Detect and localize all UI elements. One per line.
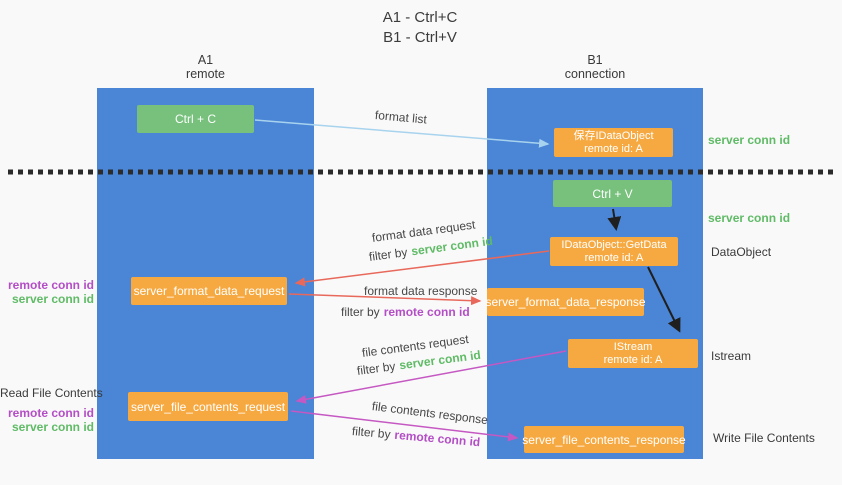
remote-conn-id-label: remote conn id bbox=[7, 406, 94, 420]
server-format-data-request-label: server_format_data_request bbox=[133, 284, 285, 298]
server-format-data-response-label: server_format_data_response bbox=[485, 295, 646, 309]
filter-by-text: filter by bbox=[356, 359, 397, 378]
server-conn-id-label-right-top: server conn id bbox=[708, 133, 791, 147]
dataobject-label: DataObject bbox=[711, 245, 772, 259]
filter-by-text: filter by bbox=[341, 305, 380, 319]
format-data-response-label: format data response bbox=[364, 284, 478, 298]
getdata-title: IDataObject::GetData bbox=[561, 238, 667, 251]
save-idataobject-node: 保存IDataObject remote id: A bbox=[554, 128, 673, 157]
write-file-contents-label: Write File Contents bbox=[713, 431, 815, 445]
diagram-title: A1 - Ctrl+C B1 - Ctrl+V bbox=[300, 8, 540, 48]
istream-node: IStream remote id: A bbox=[568, 339, 698, 368]
column-header-a1: A1 remote bbox=[97, 53, 314, 81]
getdata-remote-id: remote id: A bbox=[584, 251, 644, 264]
ctrl-v-node: Ctrl + V bbox=[553, 180, 672, 207]
title-line-2: B1 - Ctrl+V bbox=[383, 29, 457, 46]
file-contents-response-label: file contents response bbox=[371, 399, 489, 428]
server-format-data-request-node: server_format_data_request bbox=[131, 277, 287, 305]
column-b1-name: B1 bbox=[587, 53, 603, 67]
istream-remote-id: remote id: A bbox=[603, 353, 663, 366]
server-conn-id-label: server conn id bbox=[11, 420, 94, 434]
istream-title: IStream bbox=[613, 340, 653, 353]
istream-label: Istream bbox=[711, 349, 752, 363]
server-conn-id-label: server conn id bbox=[11, 292, 94, 306]
remote-conn-id-text: remote conn id bbox=[383, 305, 470, 319]
server-conn-id-label-right-mid: server conn id bbox=[708, 211, 791, 225]
filter-by-text: filter by bbox=[351, 424, 392, 442]
save-idataobject-title: 保存IDataObject bbox=[573, 129, 654, 142]
server-file-contents-request-node: server_file_contents_request bbox=[128, 392, 288, 421]
server-file-contents-response-node: server_file_contents_response bbox=[522, 426, 686, 453]
left-conn-id-labels-top: remote conn id server conn id bbox=[0, 278, 94, 306]
server-file-contents-request-label: server_file_contents_request bbox=[130, 399, 286, 414]
getdata-node: IDataObject::GetData remote id: A bbox=[550, 237, 678, 266]
column-header-b1: B1 connection bbox=[487, 53, 703, 81]
ctrl-c-node: Ctrl + C bbox=[137, 105, 254, 133]
server-format-data-response-node: server_format_data_response bbox=[485, 288, 646, 316]
save-idataobject-remote-id: remote id: A bbox=[584, 142, 643, 155]
column-a1-name: A1 bbox=[197, 53, 214, 67]
filter-by-text: filter by bbox=[368, 245, 409, 264]
column-b1-role: connection bbox=[564, 67, 626, 81]
read-file-contents-label: Read File Contents bbox=[0, 386, 103, 400]
remote-conn-id-text: remote conn id bbox=[393, 427, 481, 450]
left-conn-id-labels-bottom: remote conn id server conn id bbox=[0, 406, 94, 434]
server-file-contents-response-label: server_file_contents_response bbox=[522, 432, 686, 447]
title-line-1: A1 - Ctrl+C bbox=[382, 9, 458, 26]
column-a1-role: remote bbox=[186, 67, 225, 81]
ctrl-c-label: Ctrl + C bbox=[174, 112, 216, 126]
ctrl-v-label: Ctrl + V bbox=[592, 186, 633, 201]
remote-conn-id-label: remote conn id bbox=[7, 278, 94, 292]
format-list-label: format list bbox=[374, 108, 428, 127]
